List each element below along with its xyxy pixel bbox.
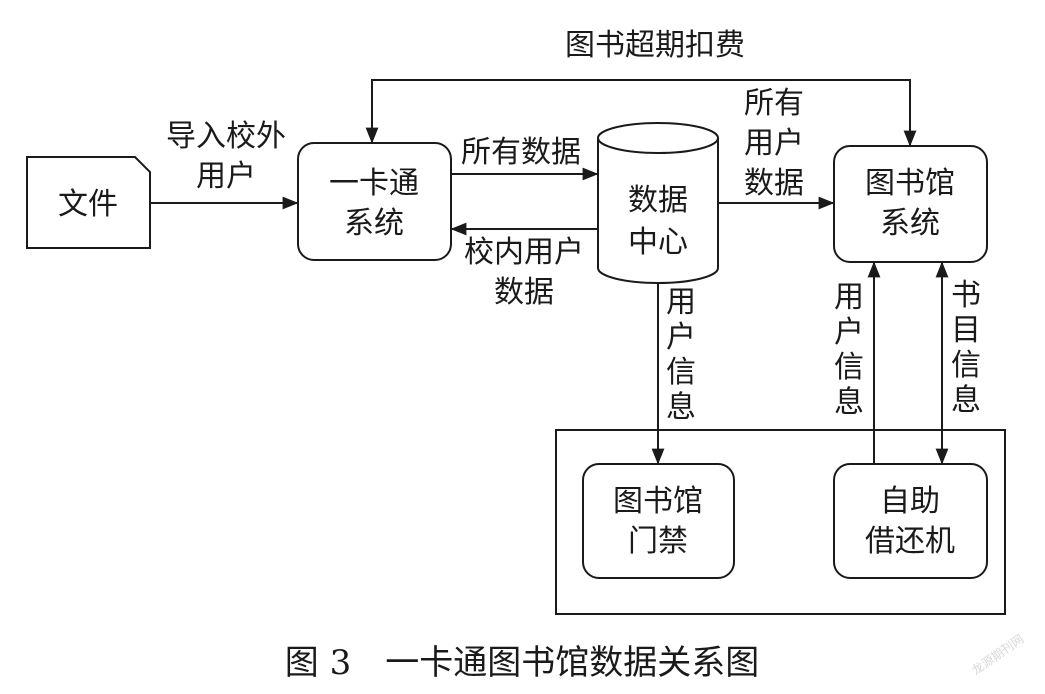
file-label: 文件 — [58, 187, 118, 222]
user-info-gate-char3: 信 — [666, 355, 696, 390]
user-info-gate-char4: 息 — [666, 390, 696, 425]
user-info-machine-char4: 息 — [834, 385, 864, 420]
all-user-data-label-line3: 数据 — [744, 166, 804, 201]
card-system-label-line2: 系统 — [344, 206, 404, 241]
book-info-char1: 书 — [951, 278, 981, 313]
card-system-node: 一卡通 系统 — [297, 142, 452, 261]
all-user-data-label-line1: 所有 — [744, 86, 804, 121]
book-info-char4: 息 — [951, 383, 981, 418]
user-info-gate-char1: 用 — [666, 285, 696, 320]
user-info-machine-char2: 户 — [834, 315, 864, 350]
all-data-label: 所有数据 — [461, 135, 581, 170]
user-info-gate-char2: 户 — [666, 320, 696, 355]
data-center-node: 数据 中心 — [597, 122, 719, 284]
self-service-label-line1: 自助 — [880, 484, 940, 519]
file-node: 文件 — [26, 156, 151, 249]
library-system-label-line2: 系统 — [880, 206, 940, 241]
internal-users-label-line2: 数据 — [494, 275, 554, 310]
import-external-label-line1: 导入校外 — [166, 119, 286, 154]
library-gate-node: 图书馆 门禁 — [582, 463, 735, 579]
overdue-fee-label: 图书超期扣费 — [565, 28, 745, 63]
self-service-machine-node: 自助 借还机 — [833, 463, 988, 579]
library-gate-label-line2: 门禁 — [628, 524, 688, 559]
internal-users-label-line1: 校内用户 — [464, 235, 584, 270]
watermark-text: 龙源期刊网 — [969, 632, 1026, 678]
library-system-label-line1: 图书馆 — [865, 166, 955, 201]
data-center-label-line2: 中心 — [628, 225, 688, 260]
book-info-char2: 目 — [951, 313, 981, 348]
library-system-node: 图书馆 系统 — [833, 145, 988, 263]
data-center-label-line1: 数据 — [628, 183, 688, 218]
self-service-label-line2: 借还机 — [865, 524, 955, 559]
all-user-data-label-line2: 用户 — [744, 126, 804, 161]
arrow-overdue-fee-loop — [365, 79, 917, 147]
import-external-label-line2: 用户 — [196, 159, 256, 194]
user-info-machine-char1: 用 — [834, 280, 864, 315]
card-system-label-line1: 一卡通 — [329, 166, 419, 201]
figure-caption: 图 3 一卡通图书馆数据关系图 — [285, 643, 759, 683]
library-gate-label-line1: 图书馆 — [613, 484, 703, 519]
book-info-char3: 信 — [951, 348, 981, 383]
user-info-machine-char3: 信 — [834, 350, 864, 385]
